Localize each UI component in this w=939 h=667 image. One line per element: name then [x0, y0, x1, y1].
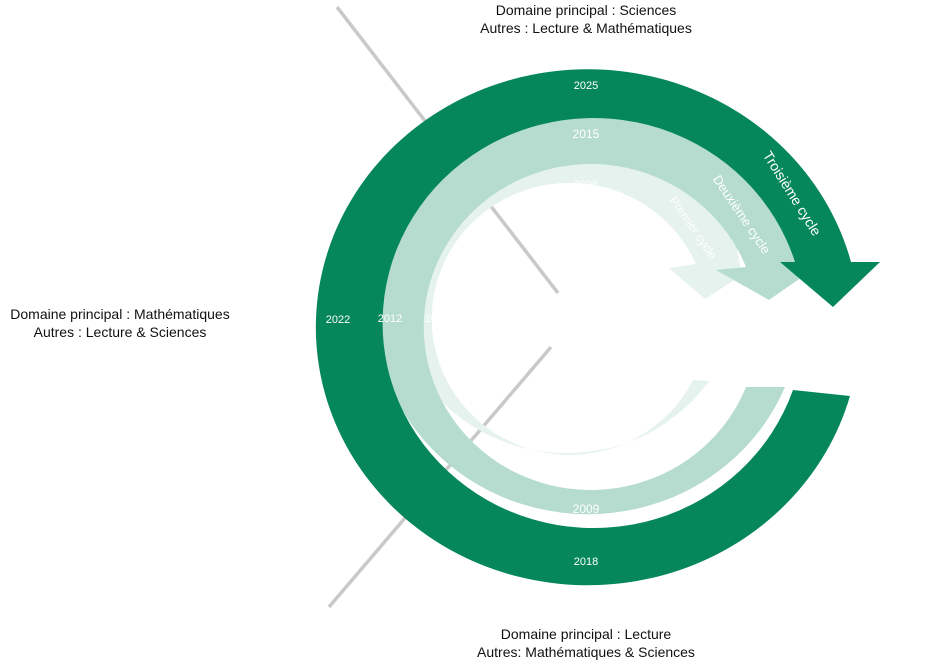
label-bottom-others: Autres: Mathématiques & Sciences — [477, 644, 695, 660]
year-label-second-top: 2015 — [573, 127, 600, 141]
label-left-main: Domaine principal : Mathématiques — [10, 306, 230, 322]
label-sciences-domain: Domaine principal : Sciences Autres : Le… — [455, 1, 717, 37]
year-label-third-left: 2022 — [326, 314, 350, 326]
label-left-others: Autres : Lecture & Sciences — [33, 324, 207, 340]
year-label-first-top: 2006 — [574, 179, 598, 191]
label-reading-domain: Domaine principal : Lecture Autres: Math… — [455, 625, 717, 661]
year-label-second-left: 2012 — [378, 313, 402, 325]
year-label-third-top: 2025 — [574, 80, 598, 92]
year-label-second-bottom: 2009 — [573, 502, 600, 516]
label-mathematics-domain: Domaine principal : Mathématiques Autres… — [0, 305, 240, 341]
label-top-others: Autres : Lecture & Mathématiques — [480, 20, 692, 36]
year-label-first-left: 2003 — [425, 313, 449, 325]
label-top-main: Domaine principal : Sciences — [495, 2, 677, 18]
label-bottom-main: Domaine principal : Lecture — [500, 626, 672, 642]
year-label-third-bottom: 2018 — [574, 556, 598, 568]
year-label-first-bottom: 2000 — [574, 460, 598, 472]
